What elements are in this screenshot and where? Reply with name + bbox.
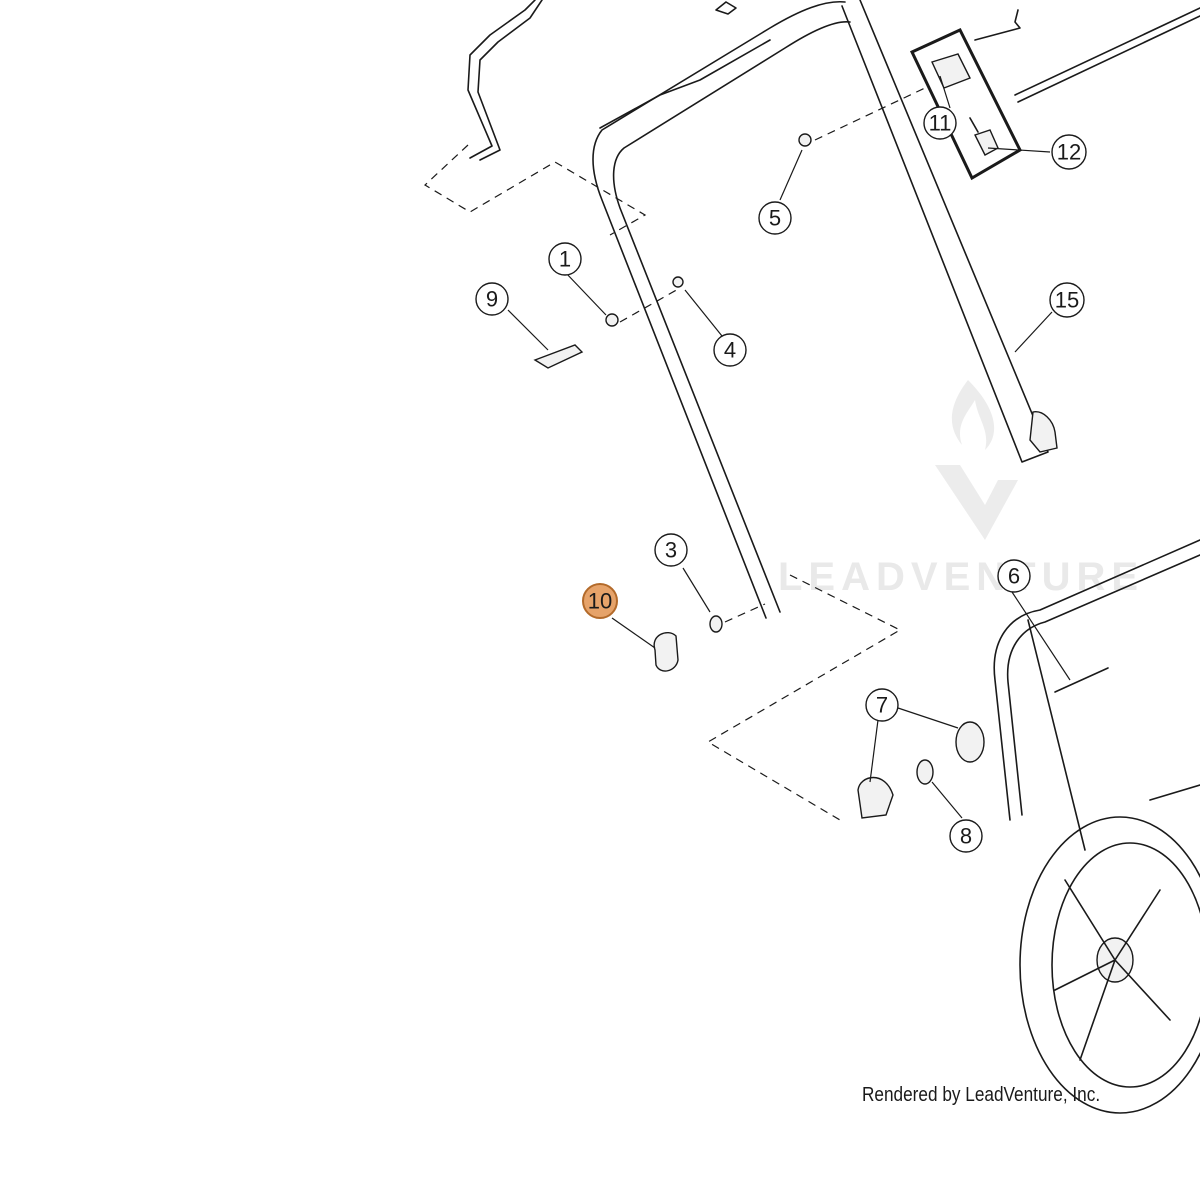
callout-11-circle [923,106,957,140]
callout-5[interactable]: 5 [758,201,792,235]
switch-box [909,28,1022,181]
callout-8-label: 8 [960,824,972,849]
callout-15-label: 15 [1055,288,1079,313]
callout-12[interactable]: 12 [1051,134,1087,170]
wheel [1019,816,1200,1114]
callout-9-label: 9 [486,287,498,312]
callout-4-circle [713,333,747,367]
callout-6-circle [997,559,1031,593]
callout-1[interactable]: 1 [548,242,582,276]
callout-15-circle [1049,282,1085,318]
lower-handle-part-15 [592,0,1058,619]
callout-3[interactable]: 3 [654,533,688,567]
watermark-logo: LEADVENTURE [778,380,1144,599]
lower-frame [993,539,1200,851]
callout-1-circle [548,242,582,276]
callout-3-circle [654,533,688,567]
render-credit: Rendered by LeadVenture, Inc. [862,1084,1101,1106]
hardware [533,133,812,672]
control-cable [974,7,1200,103]
watermark-text: LEADVENTURE [778,555,1144,599]
callout-4-label: 4 [724,338,736,363]
callout-15[interactable]: 15 [1049,282,1085,318]
callout-7[interactable]: 7 [865,688,899,722]
callout-10-label: 10 [588,589,612,614]
callout-5-label: 5 [769,206,781,231]
assembly-outlines [424,87,926,821]
callout-9-circle [475,282,509,316]
leader-lines [507,75,1071,819]
callout-8[interactable]: 8 [949,819,983,853]
callout-12-label: 12 [1057,140,1081,165]
callout-1-label: 1 [559,247,571,272]
callout-12-circle [1051,134,1087,170]
callout-11-label: 11 [929,111,952,136]
callout-9[interactable]: 9 [475,282,509,316]
callout-7-circle [865,688,899,722]
callout-10-circle-highlighted [582,583,618,619]
callout-10[interactable]: 10 [582,583,618,619]
callout-5-circle [758,201,792,235]
callout-6[interactable]: 6 [997,559,1031,593]
adjuster-knob-parts [857,721,985,819]
callout-11[interactable]: 11 [923,106,957,140]
callout-4[interactable]: 4 [713,333,747,367]
callout-7-label: 7 [876,693,888,718]
callout-6-label: 6 [1008,564,1020,589]
callout-3-label: 3 [665,538,677,563]
callout-8-circle [949,819,983,853]
upper-handle [467,0,737,161]
